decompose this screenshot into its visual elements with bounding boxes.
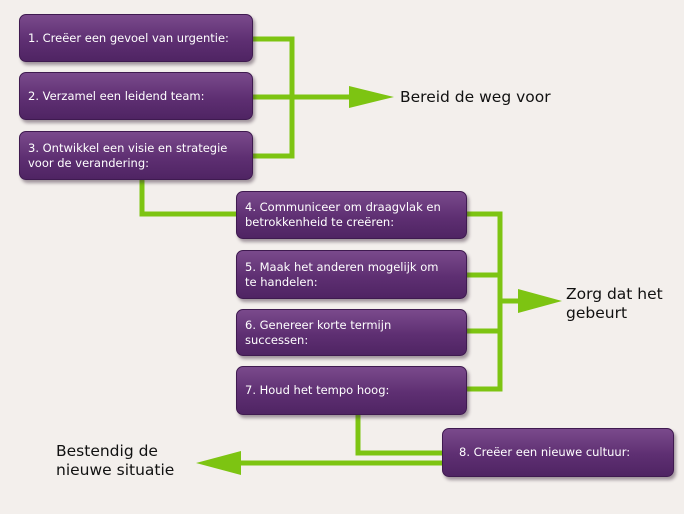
step-1-label: 1. Creëer een gevoel van urgentie:: [28, 30, 229, 45]
step-8-box: 8. Creëer een nieuwe cultuur:: [442, 428, 674, 477]
step-3-label: 3. Ontwikkel een visie en strategie voor…: [28, 140, 228, 170]
step-4-box: 4. Communiceer om draagvlak en betrokken…: [236, 191, 467, 239]
link-step7-step8: [355, 415, 442, 456]
link-step3-step4: [139, 180, 236, 217]
group-1-label: Bereid de weg voor: [400, 88, 551, 106]
group-3-label: Bestendig de nieuwe situatie: [56, 442, 175, 479]
step-6-label: 6. Genereer korte termijn successen:: [245, 317, 392, 347]
step-5-box: 5. Maak het anderen mogelijk om te hande…: [236, 250, 467, 299]
arrow-head-group-1: [349, 86, 394, 108]
bracket-group-2: [467, 211, 503, 392]
step-7-label: 7. Houd het tempo hoog:: [245, 383, 390, 397]
step-5-label: 5. Maak het anderen mogelijk om te hande…: [245, 259, 439, 289]
step-3-box: 3. Ontwikkel een visie en strategie voor…: [19, 131, 253, 180]
group-2-label: Zorg dat het gebeurt: [566, 285, 663, 322]
step-6-box: 6. Genereer korte termijn successen:: [236, 309, 467, 356]
step-2-label: 2. Verzamel een leidend team:: [28, 88, 205, 103]
arrow-head-group-2: [518, 289, 562, 313]
arrow-head-group-3: [196, 451, 241, 475]
step-1-box: 1. Creëer een gevoel van urgentie:: [19, 14, 253, 62]
step-2-box: 2. Verzamel een leidend team:: [19, 72, 253, 120]
step-7-box: 7. Houd het tempo hoog:: [236, 366, 467, 415]
step-4-label: 4. Communiceer om draagvlak en betrokken…: [245, 200, 441, 229]
step-8-label: 8. Creëer een nieuwe cultuur:: [459, 445, 631, 459]
